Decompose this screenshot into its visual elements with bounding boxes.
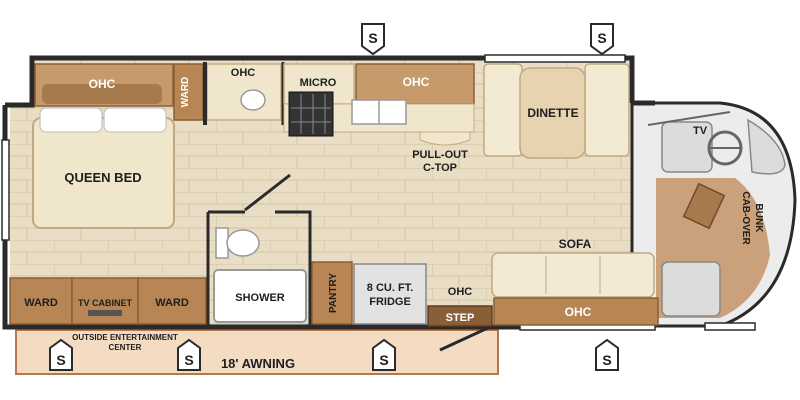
- outside-ent-label-1: OUTSIDE ENTERTAINMENT: [72, 333, 178, 342]
- ward-right-cabinet: [137, 277, 207, 325]
- pull-out-label-2: C-TOP: [423, 162, 457, 174]
- svg-text:S: S: [602, 352, 611, 368]
- pantry-label: PANTRY: [328, 273, 339, 313]
- stove-icon: [288, 91, 334, 137]
- passenger-seat: [661, 261, 721, 317]
- svg-text:S: S: [368, 30, 377, 46]
- sofa-label: SOFA: [559, 237, 592, 251]
- outside-ent-label-2: CENTER: [109, 343, 142, 352]
- svg-text:S: S: [379, 352, 388, 368]
- sofa: [491, 252, 655, 298]
- pantry: [311, 261, 353, 325]
- dash-console: [682, 182, 726, 230]
- ward-top-label: WARD: [180, 77, 191, 108]
- ohc-sofa-cabinet: [493, 297, 659, 326]
- fridge-label-1: 8 CU. FT.: [367, 282, 413, 294]
- step-label: STEP: [446, 312, 475, 324]
- sink-icon: [240, 89, 266, 111]
- entry-door: [439, 325, 491, 352]
- awning-label: 18' AWNING: [221, 356, 295, 371]
- pull-out-label-1: PULL-OUT: [412, 149, 468, 161]
- toilet-icon: [215, 227, 229, 259]
- toilet-bowl: [226, 229, 260, 257]
- queen-bed-label: QUEEN BED: [64, 170, 141, 185]
- pull-out-counter: [419, 131, 471, 146]
- ohc-kitchen-label: OHC: [403, 75, 430, 89]
- fridge-label-2: FRIDGE: [369, 296, 411, 308]
- slide-marker: S: [595, 338, 619, 371]
- awning: [15, 329, 499, 375]
- ward-left-label: WARD: [24, 297, 58, 309]
- cab-over-label-2: BUNK: [753, 204, 764, 234]
- fridge: [353, 263, 427, 325]
- dinette-bench-right: [584, 63, 630, 157]
- ohc-bath-cabinet: [206, 63, 282, 121]
- slide-marker: S: [361, 23, 385, 56]
- ward-top-cabinet: [173, 63, 204, 121]
- cab-over-label-1: CAB-OVER: [740, 191, 751, 245]
- micro-label: MICRO: [300, 77, 337, 89]
- slide-marker: S: [590, 23, 614, 56]
- shower-label: SHOWER: [235, 292, 285, 304]
- ohc-bed-label: OHC: [89, 77, 116, 91]
- tv-label: TV: [693, 125, 708, 137]
- dinette-label: DINETTE: [527, 106, 578, 120]
- pillow-right: [103, 107, 167, 133]
- tv-cabinet-label: TV CABINET: [78, 298, 133, 308]
- pillow-left: [39, 107, 103, 133]
- slide-marker: S: [49, 338, 73, 371]
- dinette-table: [519, 67, 586, 159]
- ohc-bath-label: OHC: [231, 67, 256, 79]
- slide-marker: S: [372, 338, 396, 371]
- windshield: [747, 118, 786, 175]
- svg-text:S: S: [597, 30, 606, 46]
- ward-left-cabinet: [9, 277, 73, 325]
- ohc-kitchen-cabinet: [355, 63, 475, 105]
- slide-marker: S: [177, 338, 201, 371]
- dinette-bench-left: [483, 63, 523, 157]
- step: [427, 305, 493, 327]
- ohc-entry-label: OHC: [448, 286, 473, 298]
- ohc-sofa-label: OHC: [565, 305, 592, 319]
- svg-text:S: S: [184, 352, 193, 368]
- svg-text:S: S: [56, 352, 65, 368]
- bath-walls: [206, 210, 312, 325]
- tv-cabinet: [71, 277, 139, 325]
- ward-right-label: WARD: [155, 297, 189, 309]
- shower: [213, 269, 307, 323]
